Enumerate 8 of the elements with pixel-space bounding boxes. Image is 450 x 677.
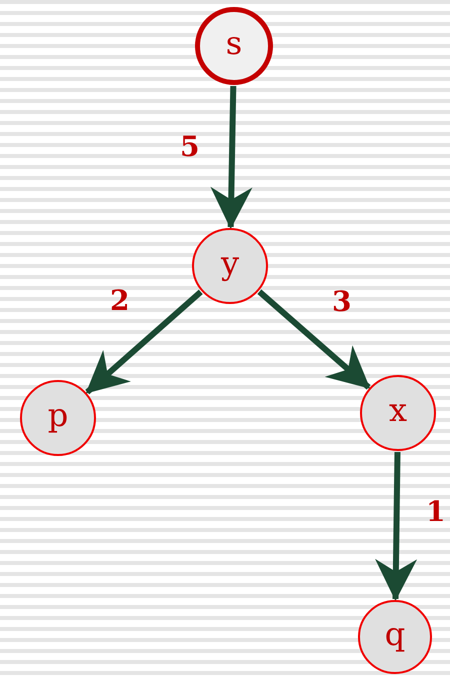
arrow xyxy=(210,86,252,230)
edge-label: 3 xyxy=(332,288,352,316)
edge-label: 1 xyxy=(426,498,446,526)
arrow xyxy=(257,289,371,390)
edge-label: 5 xyxy=(180,133,200,161)
arrow xyxy=(375,452,418,602)
arrow xyxy=(85,290,203,394)
edge-label: 2 xyxy=(110,287,130,315)
